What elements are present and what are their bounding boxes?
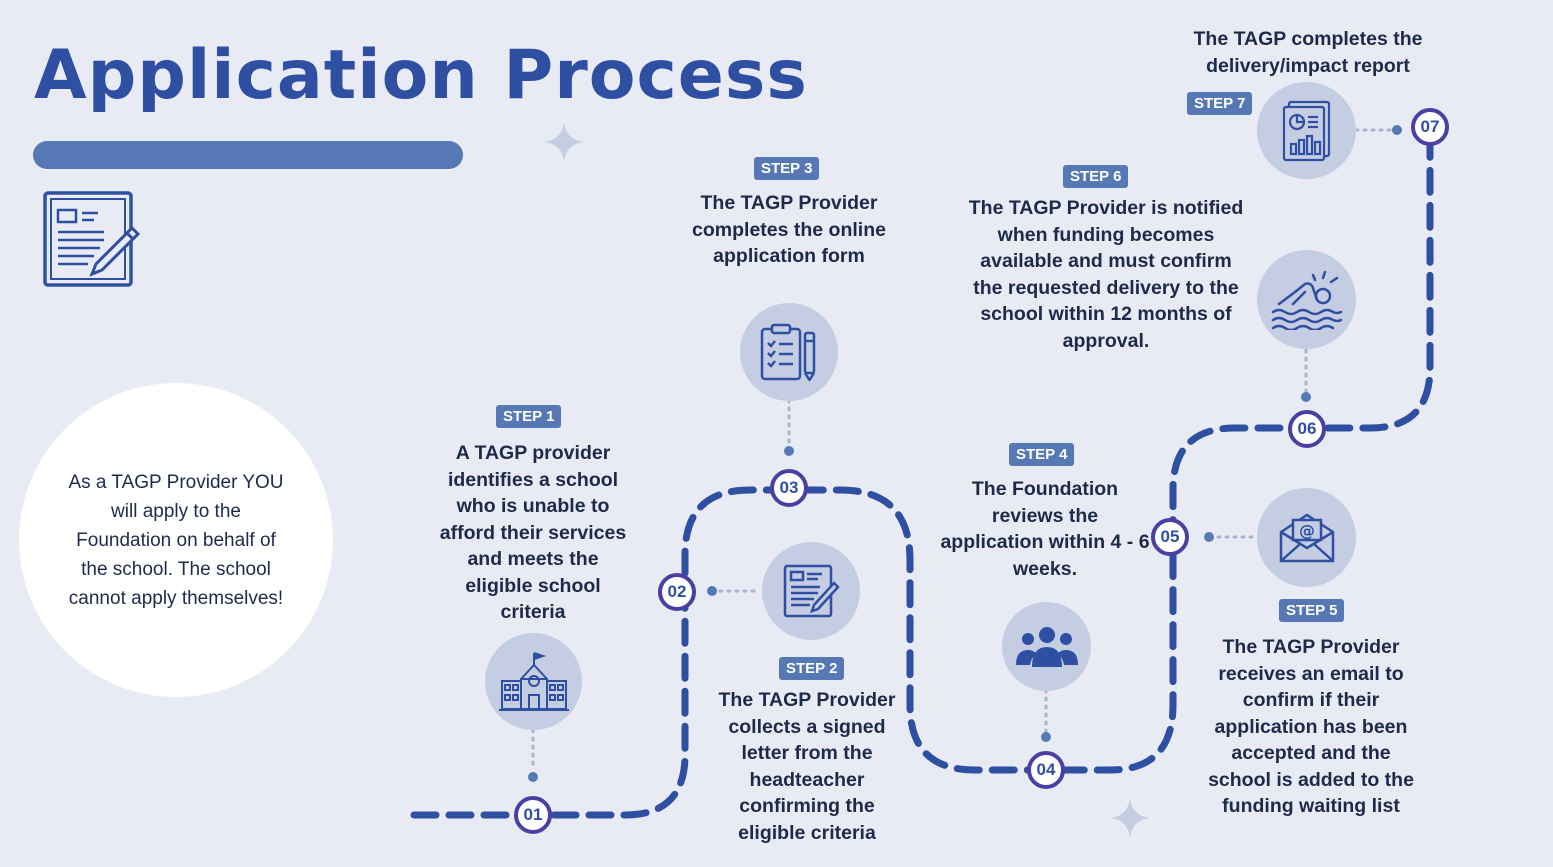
step-5-icon-circle: @ (1257, 488, 1356, 587)
step-7-badge: STEP 7 (1187, 92, 1253, 115)
step-2-node: 02 (658, 573, 696, 611)
title-underline-bar (33, 141, 463, 169)
step-1-text: A TAGP provider identifies a school who … (439, 442, 627, 623)
connector-dot (784, 446, 794, 456)
connector-dot (1204, 532, 1214, 542)
step-6-text: The TAGP Provider is notified when fundi… (968, 197, 1244, 352)
step-2-text: The TAGP Provider collects a signed lett… (718, 689, 896, 844)
step-6-badge: STEP 6 (1063, 165, 1129, 188)
intro-text: As a TAGP Provider YOU will apply to the… (68, 471, 284, 609)
sparkle-icon (544, 122, 584, 162)
step-1-node: 01 (514, 796, 552, 834)
signed-letter-icon (783, 564, 840, 618)
dashed-route (410, 124, 1434, 819)
step-7-icon-circle (1257, 82, 1356, 179)
step-1-badge: STEP 1 (496, 405, 562, 428)
step-7-node: 07 (1411, 108, 1449, 146)
step-6-node: 06 (1288, 410, 1326, 448)
step-5-badge: STEP 5 (1279, 599, 1345, 622)
connector-dot (528, 772, 538, 782)
school-building-icon (498, 651, 569, 711)
people-group-icon (1015, 626, 1078, 667)
step-2-icon-circle (762, 542, 860, 640)
connector-dot (1041, 732, 1051, 742)
step-4-node: 04 (1027, 751, 1065, 789)
email-icon: @ (1279, 513, 1334, 562)
page-title: Application Process (34, 36, 808, 115)
connector-dot (1392, 125, 1402, 135)
svg-text:@: @ (1299, 521, 1315, 540)
sparkle-icon (1110, 798, 1150, 838)
step-1-icon-circle (485, 633, 582, 730)
intro-circle: As a TAGP Provider YOU will apply to the… (19, 383, 333, 697)
step-2-badge: STEP 2 (779, 657, 845, 680)
step-3-badge: STEP 3 (754, 157, 820, 180)
step-7-text: The TAGP completes the delivery/impact r… (1193, 28, 1423, 77)
connector-dot (707, 586, 717, 596)
step-3-text: The TAGP Provider completes the online a… (692, 192, 886, 267)
clipboard-checklist-icon (760, 323, 816, 381)
step-3-node: 03 (770, 469, 808, 507)
connector-dot (1301, 392, 1311, 402)
step-3-icon-circle (740, 303, 838, 401)
step-4-badge: STEP 4 (1009, 443, 1075, 466)
swimmer-icon (1271, 270, 1342, 330)
step-5-node: 05 (1151, 518, 1189, 556)
report-icon (1282, 100, 1330, 161)
step-4-icon-circle (1002, 602, 1091, 691)
step-4-text: The Foundation reviews the application w… (940, 478, 1150, 580)
step-5-text: The TAGP Provider receives an email to c… (1208, 636, 1414, 817)
step-6-icon-circle (1257, 250, 1356, 349)
document-pen-icon (43, 191, 141, 287)
